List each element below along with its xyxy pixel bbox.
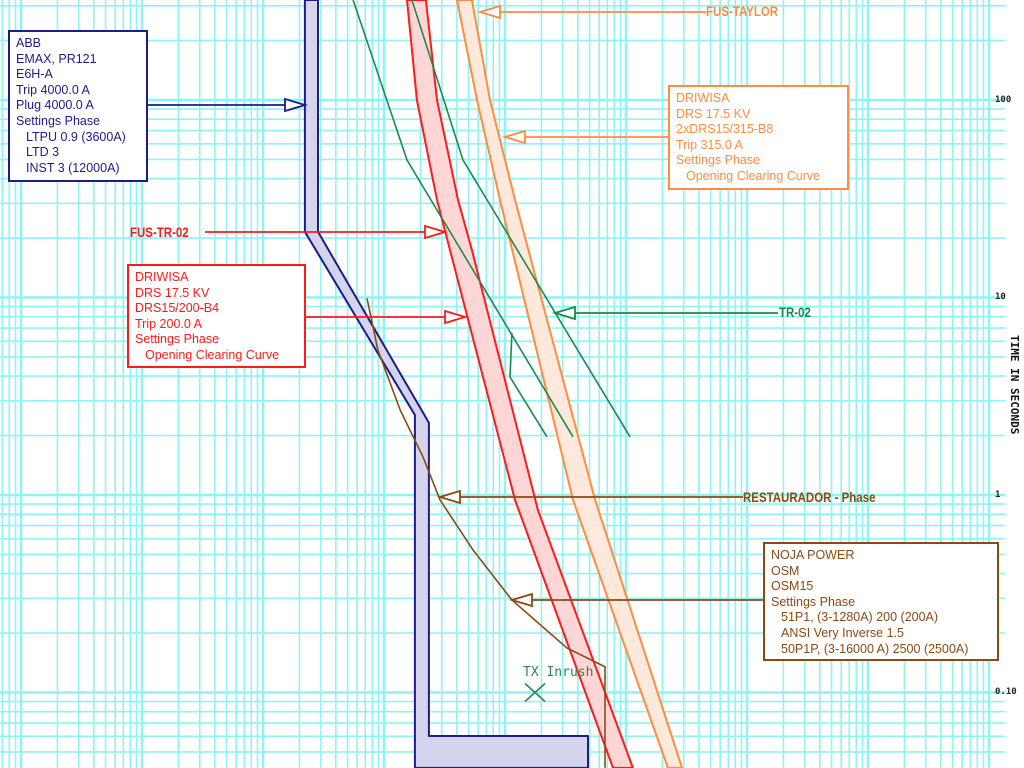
label-line: 2xDRS15/315-B8 (676, 122, 774, 137)
label-line: EMAX, PR121 (16, 51, 97, 66)
tx-inrush-marker (524, 682, 546, 703)
label-line: OSM (771, 563, 800, 578)
label-line: OSM15 (771, 579, 814, 594)
label-line: Trip 315.0 A (676, 137, 743, 152)
label-line: E6H-A (16, 67, 53, 82)
curve-abb-emax-pr121-e6h-a (303, 0, 589, 768)
label-line: Trip 4000.0 A (16, 82, 90, 97)
label-line: DRIWISA (676, 91, 730, 105)
label-line: Opening Clearing Curve (145, 347, 280, 362)
arrowhead-icon (436, 489, 461, 505)
fus-taylor-arrow (476, 4, 706, 20)
label-line: DRS 17.5 KV (676, 106, 751, 121)
label-line: LTPU 0.9 (3600A) (26, 129, 126, 144)
fus-tr02-tag: FUS-TR-02 (130, 224, 189, 240)
label-line: ABB (16, 36, 42, 50)
fus-tr02-arrow (205, 224, 449, 240)
curve-restaurador-phase (366, 298, 606, 768)
label-line: DRS 17.5 KV (135, 285, 210, 300)
abb-breaker-label: ABB EMAX, PR121 E6H-A Trip 4000.0 A Plug… (8, 30, 148, 182)
label-line: Opening Clearing Curve (686, 168, 821, 183)
arrowhead-icon (551, 305, 576, 321)
noja-recloser-label: NOJA POWER OSM OSM15 Settings Phase 51P1… (763, 542, 999, 661)
fus-tr02-label: DRIWISA DRS 17.5 KV DRS15/200-B4 Trip 20… (127, 264, 306, 368)
label-line: Settings Phase (676, 153, 761, 168)
noja-box-arrow (508, 592, 763, 608)
y-tick-label: 100 (995, 95, 1012, 105)
fus-taylor-box-arrow (501, 129, 668, 145)
label-line: Settings Phase (135, 332, 220, 347)
label-line: Settings Phase (16, 113, 101, 128)
arrowhead-icon (424, 224, 449, 240)
tr02-arrow (551, 305, 778, 321)
label-line: NOJA POWER (771, 548, 855, 562)
y-tick-label: 1 (995, 490, 1001, 500)
restaurador-arrow (436, 489, 743, 505)
y-axis-label: TIME IN SECONDS (1008, 335, 1021, 435)
markers (524, 682, 546, 703)
fus-tr02-box-arrow (306, 309, 469, 325)
fus-taylor-label: DRIWISA DRS 17.5 KV 2xDRS15/315-B8 Trip … (668, 85, 849, 190)
label-line: Trip 200.0 A (135, 316, 202, 331)
label-line: Settings Phase (771, 594, 856, 609)
annotation-arrows (147, 4, 778, 608)
tr02-tag: TR-02 (779, 304, 811, 320)
fus-taylor-tag: FUS-TAYLOR (706, 3, 779, 19)
arrowhead-icon (508, 592, 533, 608)
curve-tr-02-damage-curve-c (509, 332, 548, 438)
abb-arrow (147, 97, 309, 113)
restaurador-tag: RESTAURADOR - Phase (743, 489, 876, 505)
tx-inrush-label: TX Inrush (523, 665, 594, 680)
label-line: DRIWISA (135, 270, 189, 284)
label-line: 50P1P, (3-16000 A) 2500 (2500A) (781, 641, 969, 656)
y-tick-label: 0.10 (995, 687, 1017, 697)
curve-tr-02-damage-curve-a (352, 0, 574, 438)
arrowhead-icon (476, 4, 501, 20)
curve-tr-02-damage-curve-b (411, 0, 631, 438)
label-line: INST 3 (12000A) (26, 160, 120, 175)
label-line: Plug 4000.0 A (16, 98, 94, 113)
arrowhead-icon (501, 129, 526, 145)
arrowhead-icon (444, 309, 469, 325)
arrowhead-icon (284, 97, 309, 113)
label-line: 51P1, (3-1280A) 200 (200A) (781, 610, 939, 625)
label-line: ANSI Very Inverse 1.5 (781, 625, 904, 640)
label-line: LTD 3 (26, 145, 60, 160)
y-tick-label: 10 (995, 292, 1006, 302)
label-line: DRS15/200-B4 (135, 301, 220, 316)
